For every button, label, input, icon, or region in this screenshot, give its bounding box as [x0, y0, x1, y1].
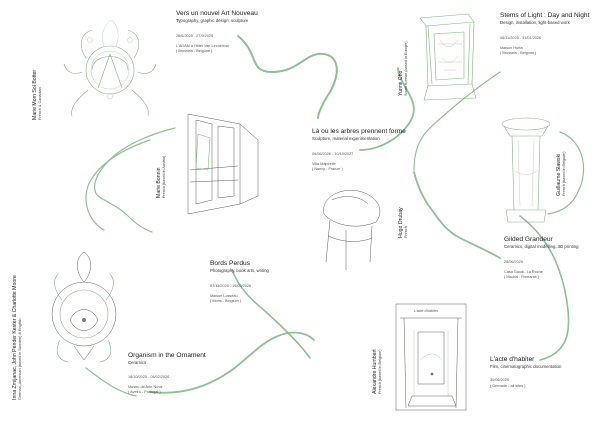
artist-bio: French (based in Austria): [162, 155, 167, 198]
artist-bio: French (based in Belgium): [378, 349, 383, 394]
artist-bio: South Korean (based in Europe): [404, 41, 409, 96]
artist-bonnin: Marie Bonnin French (based in Austria): [156, 156, 167, 198]
route-line-center-to-stems: [359, 67, 415, 151]
route-line-bottom-left: [85, 367, 137, 397]
artist-bio: French (based in Belgium): [562, 151, 567, 196]
route-line-bords: [231, 269, 311, 359]
exhibit-subtitle: Photography, book arts, writing: [210, 268, 269, 273]
exhibit-venue: Casa Gaudí- La Roche: [504, 269, 543, 274]
exhibit-art-nouveau[interactable]: Vers un nouvel Art Nouveau Typography, g…: [176, 10, 258, 54]
exhibit-subtitle: Ceramics: [128, 360, 147, 365]
exhibit-title[interactable]: L'acte d'habiter: [490, 356, 535, 363]
exhibit-venue: L'ADAM à Hôtel Van Lecoe/eux: [176, 43, 229, 48]
exhibit-venue-location: ( Madrid - Romania ): [504, 274, 539, 279]
exhibit-title[interactable]: Là où les arbres prennent forme: [312, 128, 406, 135]
artist-trio: Inna Zmijanac, John Pender Kester & Char…: [12, 275, 23, 400]
exhibit-dates: 28/06/2025: [504, 259, 524, 264]
chair-illustration: [323, 190, 381, 270]
route-line-organism: [149, 331, 315, 394]
exhibit-bords-perdus[interactable]: Bords Perdus Photography, book arts, wri…: [210, 260, 269, 304]
exhibit-title[interactable]: Gilded Grandeur: [504, 236, 553, 243]
exhibit-venue: Villa Majorelle: [312, 161, 336, 166]
artist-solheim: Marie Mom Sol Botter French & Canadian: [32, 70, 43, 120]
exhibit-title[interactable]: Vers un nouvel Art Nouveau: [176, 10, 258, 17]
exhibit-dates: 06/06/2026 - 10/10/2027: [312, 151, 354, 156]
route-line-drubay: [413, 171, 501, 259]
route-line-gilded: [519, 215, 570, 361]
exhibit-venue: Museu de Arte Nova: [128, 384, 163, 389]
exhibit-venue: ( Grenade - all sites ): [490, 383, 526, 388]
route-line-art-nouveau-to-bonnin: [94, 127, 176, 233]
exhibit-organism[interactable]: Organism in the Ornament Ceramics 18/10/…: [128, 352, 206, 395]
artist-bio: French & Canadian: [38, 87, 43, 120]
artist-slawski: Guillaume Slawski French (based in Belgi…: [556, 151, 567, 196]
lantern-illustration: [419, 13, 477, 101]
exhibit-venue-location: ( Mons - Belgium ): [210, 298, 242, 303]
exhibit-subtitle: Sculpture, material experimentation: [312, 136, 380, 141]
exhibit-title[interactable]: Bords Perdus: [210, 260, 250, 267]
ceramic-ornament-illustration: [51, 251, 117, 363]
artist-bio: French: [404, 226, 409, 238]
exhibit-dates: 07/11/2025 - 15/03/2026: [210, 283, 252, 288]
exhibit-subtitle: Ceramics, digital modelling, 3D printing: [504, 244, 579, 249]
exhibit-venue-location: ( Brussels - Belgium ): [176, 48, 213, 53]
interior-sketch-illustration: [187, 113, 259, 215]
exhibit-dates: 30/06/2025: [490, 377, 510, 382]
exhibit-title[interactable]: Stems of Light : Day and Night: [500, 12, 590, 19]
artist-drubay: Hugo Drubay French: [398, 207, 409, 238]
exhibit-title[interactable]: Organism in the Ornament: [128, 352, 206, 359]
illustration-caption: L'acte d'habiter: [414, 309, 439, 313]
pedestal-illustration: [501, 117, 551, 223]
exhibit-dates: 06/11/2025 - 31/01/2026: [500, 35, 542, 40]
exhibit-dates: 26/6/2025 - 27/9/2025: [176, 33, 214, 38]
exhibit-venue-location: ( Brussels - Belgium ): [500, 50, 537, 55]
exhibit-subtitle: Film, cinematographic documentation: [490, 364, 562, 369]
exhibit-gilded-grandeur[interactable]: Gilded Grandeur Ceramics, digital modell…: [504, 236, 579, 280]
route-line-top: [237, 35, 338, 119]
exhibit-subtitle: Design, installation, light-based work: [500, 20, 570, 25]
route-line-gilded-upper: [547, 131, 585, 215]
exhibit-venue-location: ( Nancy - France ): [312, 166, 343, 171]
exhibit-stems-of-light[interactable]: Stems of Light : Day and Night Design, i…: [500, 12, 589, 56]
exhibit-venue: Maison Losseau: [210, 293, 238, 298]
route-line-stems-to-arbres: [413, 71, 501, 171]
exhibit-arbres[interactable]: Là où les arbres prennent forme Sculptur…: [312, 128, 406, 172]
film-interior-illustration: [395, 303, 467, 411]
exhibit-acte-habiter[interactable]: L'acte d'habiter Film, cinematographic d…: [490, 356, 561, 389]
art-nouveau-ornament-illustration: [63, 19, 157, 117]
artist-humbert: Alexandre Humbert French (based in Belgi…: [372, 349, 383, 394]
exhibit-venue-location: ( Aveiro - Portugal ): [128, 389, 161, 394]
artist-cho: Yunmi Cho South Korean (based in Europe): [398, 42, 409, 96]
exhibit-subtitle: Typography, graphic design, sculpture: [176, 18, 249, 23]
exhibit-dates: 18/10/2025 - 08/02/2026: [128, 374, 170, 379]
artist-bio: German, American (based in Sweden) & Eng…: [18, 318, 23, 400]
exhibit-venue: Maison Horta: [500, 45, 523, 50]
route-line-left-loop: [85, 139, 151, 231]
